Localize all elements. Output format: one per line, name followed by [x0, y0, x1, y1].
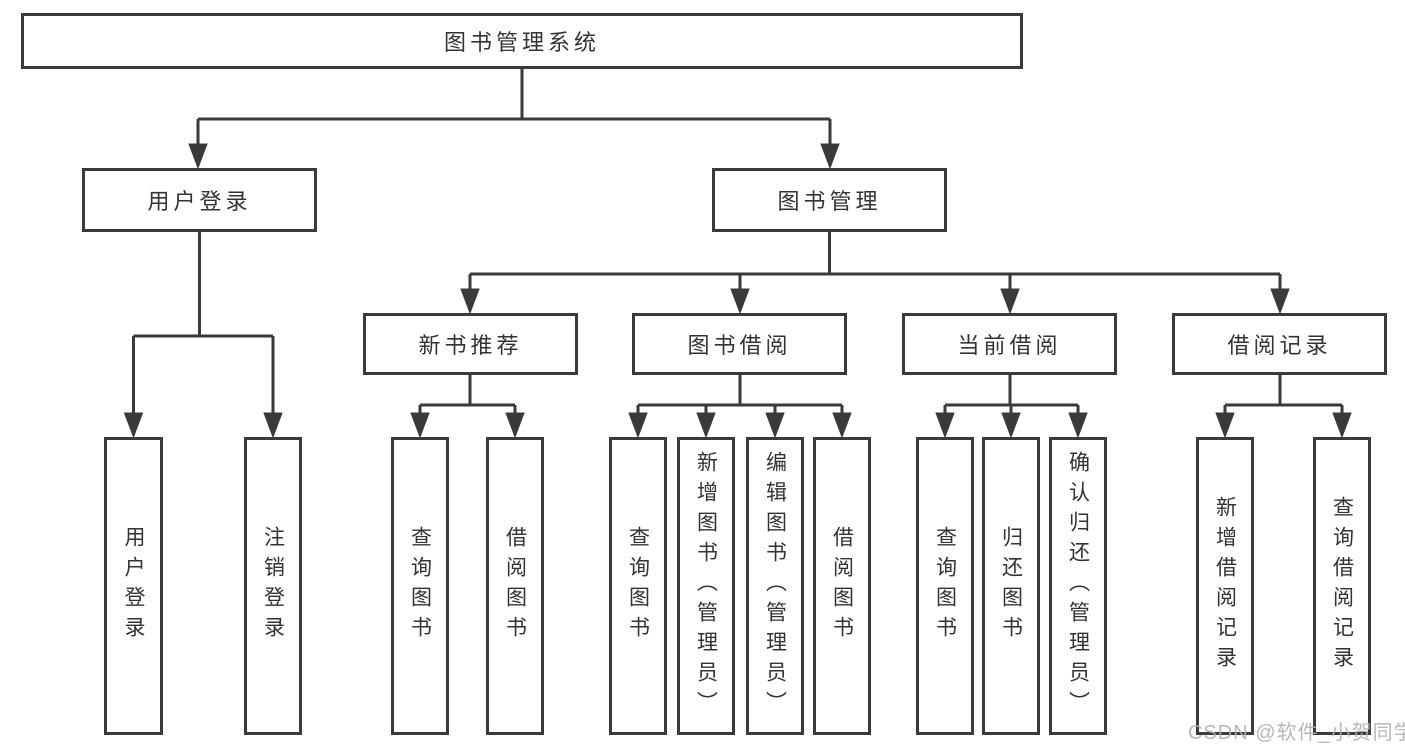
leaf-recommend-query-books-label: 查询图书 [408, 526, 432, 646]
leaf-records-query-record: 查询借阅记录 [1313, 437, 1371, 735]
leaf-borrow-edit-books-admin-label: 编辑图书（管理员） [763, 451, 787, 721]
leaf-recommend-borrow-books: 借阅图书 [486, 437, 544, 735]
arrowhead [460, 288, 480, 315]
arrowhead [1001, 412, 1021, 439]
leaf-borrow-query-books: 查询图书 [609, 437, 667, 735]
leaf-borrow-query-books-label: 查询图书 [626, 526, 650, 646]
node-borrow-records-label: 借阅记录 [1227, 333, 1332, 358]
connector-borrow-records-branch [1215, 375, 1352, 439]
leaf-current-confirm-return-admin: 确认归还（管理员） [1049, 437, 1107, 735]
arrowhead [730, 288, 750, 315]
connector-user-login-branch [123, 232, 283, 439]
leaf-records-add-record: 新增借阅记录 [1196, 437, 1254, 735]
connector-new-book-branch [410, 375, 525, 439]
arrowhead [628, 412, 648, 439]
csdn-watermark: CSDN @软件_小贺同学 [1188, 722, 1405, 744]
leaf-user-login: 用户登录 [104, 437, 163, 735]
arrowhead [832, 412, 852, 439]
arrowhead [1270, 288, 1290, 315]
leaf-user-login-label: 用户登录 [122, 526, 145, 646]
arrowhead [505, 412, 525, 439]
leaf-recommend-borrow-books-label: 借阅图书 [503, 526, 527, 646]
leaf-current-return-books-label: 归还图书 [999, 526, 1023, 646]
leaf-logout-label: 注销登录 [261, 526, 285, 646]
node-current-borrow-label: 当前借阅 [957, 333, 1062, 358]
arrowhead [820, 143, 840, 170]
connector-line [132, 232, 275, 435]
node-user-login-label: 用户登录 [147, 189, 252, 214]
leaf-borrow-add-books-admin: 新增图书（管理员） [677, 437, 735, 735]
leaf-records-query-record-label: 查询借阅记录 [1330, 496, 1354, 676]
connector-book-borrow-branch [628, 375, 852, 439]
node-library-system-label: 图书管理系统 [443, 30, 600, 55]
node-new-book-recommend: 新书推荐 [363, 313, 578, 375]
arrowhead [1215, 412, 1235, 439]
node-book-borrow: 图书借阅 [632, 313, 847, 375]
arrowhead [1332, 412, 1352, 439]
leaf-current-query-books-label: 查询图书 [933, 526, 957, 646]
leaf-borrow-add-books-admin-label: 新增图书（管理员） [694, 451, 718, 721]
arrowhead [1000, 288, 1020, 315]
arrowhead [188, 143, 208, 170]
connector-line [1223, 375, 1344, 435]
leaf-logout: 注销登录 [244, 437, 302, 735]
connector-current-borrow-branch [935, 375, 1088, 439]
connector-root-to-level2 [188, 69, 840, 170]
leaf-current-query-books: 查询图书 [916, 437, 974, 735]
node-user-login: 用户登录 [82, 168, 317, 232]
arrowhead [123, 412, 144, 439]
arrowhead [263, 412, 283, 439]
connector-line [636, 375, 844, 435]
arrowhead [696, 412, 716, 439]
arrowhead [935, 412, 955, 439]
leaf-borrow-borrow-books: 借阅图书 [813, 437, 871, 735]
connector-book-management-branch [460, 232, 1290, 315]
arrowhead [765, 412, 785, 439]
connector-line [468, 232, 1282, 311]
leaf-recommend-query-books: 查询图书 [391, 437, 449, 735]
node-current-borrow: 当前借阅 [902, 313, 1117, 375]
leaf-current-confirm-return-admin-label: 确认归还（管理员） [1066, 451, 1090, 721]
node-book-management-label: 图书管理 [777, 189, 882, 214]
node-library-system: 图书管理系统 [21, 13, 1023, 69]
leaf-borrow-edit-books-admin: 编辑图书（管理员） [746, 437, 804, 735]
leaf-borrow-borrow-books-label: 借阅图书 [830, 526, 854, 646]
node-borrow-records: 借阅记录 [1172, 313, 1387, 375]
node-book-management: 图书管理 [712, 168, 947, 232]
arrowhead [1068, 412, 1088, 439]
leaf-records-add-record-label: 新增借阅记录 [1213, 496, 1237, 676]
leaf-current-return-books: 归还图书 [982, 437, 1040, 735]
connector-line [418, 375, 517, 435]
node-new-book-recommend-label: 新书推荐 [418, 333, 523, 358]
node-book-borrow-label: 图书借阅 [687, 333, 792, 358]
arrowhead [410, 412, 430, 439]
connector-line [196, 69, 832, 166]
